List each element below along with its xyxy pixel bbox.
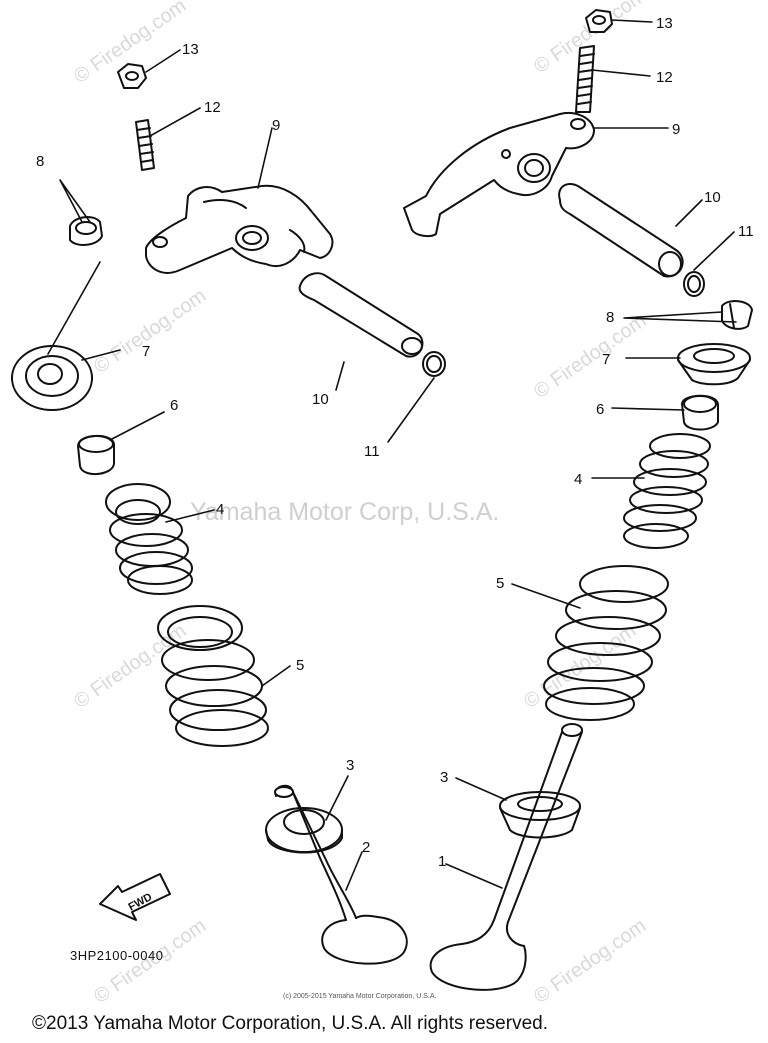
outer-spring-left xyxy=(157,605,269,747)
stem-seal-right xyxy=(681,394,719,431)
rocker-arm-right xyxy=(403,112,595,238)
label-9-right: 9 xyxy=(672,121,680,138)
label-2: 2 xyxy=(362,839,370,856)
footer-copyright: ©2013 Yamaha Motor Corporation, U.S.A. A… xyxy=(32,1013,548,1034)
label-6-left: 6 xyxy=(170,397,178,414)
fwd-arrow xyxy=(99,873,171,921)
inner-spring-left xyxy=(105,483,193,595)
spring-seat-left xyxy=(265,807,343,854)
o-ring-left xyxy=(422,351,446,377)
label-9-left: 9 xyxy=(272,117,280,134)
label-3-left: 3 xyxy=(346,757,354,774)
spring-seat-right xyxy=(499,791,581,839)
valve-cotter-left xyxy=(69,216,103,246)
label-4-right: 4 xyxy=(574,471,582,488)
stem-seal-left xyxy=(77,435,115,475)
spring-retainer-right xyxy=(677,343,751,386)
small-copyright: (c) 2005-2015 Yamaha Motor Corporation, … xyxy=(283,993,437,1000)
label-4-left: 4 xyxy=(216,501,224,518)
diagram-part-number: 3HP2100-0040 xyxy=(70,948,164,963)
o-ring-right xyxy=(683,271,705,297)
outer-spring-right xyxy=(543,565,669,721)
label-7-right: 7 xyxy=(602,351,610,368)
label-8-left: 8 xyxy=(36,153,44,170)
label-12-left: 12 xyxy=(204,99,221,116)
label-5-left: 5 xyxy=(296,657,304,674)
nut-left xyxy=(117,63,147,89)
callout-numbers: 13 12 9 8 7 10 11 6 4 5 3 2 13 12 9 10 1… xyxy=(36,15,754,870)
label-8-right: 8 xyxy=(606,309,614,326)
label-13-right: 13 xyxy=(656,15,673,32)
rocker-shaft-left xyxy=(298,272,424,358)
stud-right xyxy=(575,45,595,113)
label-3-right: 3 xyxy=(440,769,448,786)
label-13-left: 13 xyxy=(182,41,199,58)
label-7-left: 7 xyxy=(142,343,150,360)
stud-left xyxy=(135,119,155,171)
label-10-left: 10 xyxy=(312,391,329,408)
watermark-yamaha: Yamaha Motor Corp, U.S.A. xyxy=(190,498,500,526)
label-12-right: 12 xyxy=(656,69,673,86)
nut-right xyxy=(585,9,613,33)
inner-spring-right xyxy=(623,433,711,549)
label-6-right: 6 xyxy=(596,401,604,418)
label-11-left: 11 xyxy=(364,443,380,460)
label-11-right: 11 xyxy=(738,223,754,240)
spring-retainer-left xyxy=(11,345,93,411)
label-1: 1 xyxy=(438,853,446,870)
label-5-right: 5 xyxy=(496,575,504,592)
rocker-shaft-right xyxy=(558,182,684,278)
rocker-arm-left xyxy=(145,184,334,274)
label-10-right: 10 xyxy=(704,189,721,206)
valve-intake xyxy=(274,784,408,965)
valve-cotter-right xyxy=(721,300,753,330)
valve-exhaust xyxy=(429,723,583,991)
